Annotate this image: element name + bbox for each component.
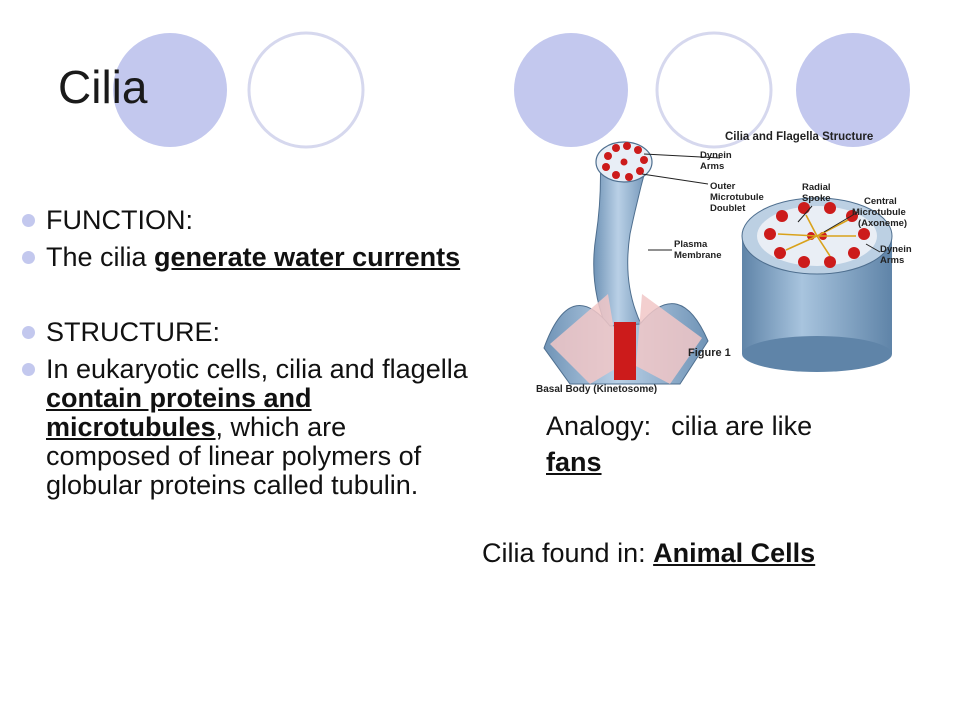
decorative-circles: [113, 31, 910, 149]
label-outer-doublet: Outer Microtubule Doublet: [710, 181, 766, 214]
leader-line: [641, 173, 709, 185]
bullet-list: FUNCTION: The cilia generate water curre…: [22, 206, 472, 508]
found-emphasis: Animal Cells: [653, 538, 816, 568]
slide-title: Cilia: [58, 61, 148, 113]
tip-doublet: [604, 152, 612, 160]
outer-doublet: [774, 247, 786, 259]
diagram-title: Cilia and Flagella Structure: [725, 131, 873, 143]
radial-spoke: [777, 233, 818, 237]
bullet-text: FUNCTION:: [46, 205, 193, 235]
bullet-function: FUNCTION:: [22, 206, 472, 235]
bullet-text: , which are composed of linear polymers …: [46, 412, 422, 500]
label-line: Spoke: [802, 193, 831, 204]
analogy-text: cilia are like: [671, 411, 813, 441]
tip-doublet: [625, 173, 633, 181]
label-dynein-arms-right: Dynein Arms: [880, 244, 914, 266]
radial-spokes: [777, 214, 856, 257]
deco-circle: [514, 33, 628, 147]
bullet-text: In eukaryotic cells, cilia and flagella: [46, 354, 468, 384]
bullet-text: STRUCTURE:: [46, 317, 220, 347]
bullet-structure-detail: In eukaryotic cells, cilia and flagella …: [22, 355, 472, 500]
bullet-structure: STRUCTURE:: [22, 318, 472, 347]
outer-doublet: [824, 256, 836, 268]
label-line: Dynein: [880, 244, 912, 255]
label-line: Microtubule: [710, 192, 764, 203]
deco-circle: [247, 31, 365, 149]
analogy-emphasis: fans: [546, 447, 602, 477]
label-basal-body: Basal Body (Kinetosome): [536, 384, 657, 395]
tip-doublet: [636, 167, 644, 175]
bullet-function-detail: The cilia generate water currents: [22, 243, 472, 272]
label-plasma-membrane: Plasma Membrane: [674, 239, 722, 261]
found-label: Cilia found in:: [482, 538, 646, 568]
analogy-block: Analogy: cilia are like fans: [546, 408, 812, 480]
outer-doublet: [824, 202, 836, 214]
basal-body: [614, 322, 636, 380]
radial-spoke: [805, 214, 818, 237]
outer-doublet: [848, 247, 860, 259]
radial-spoke: [816, 235, 831, 257]
label-line: Membrane: [674, 250, 722, 261]
outer-doublet: [764, 228, 776, 240]
microtubule-doublets: [764, 202, 870, 268]
leader-line: [797, 205, 813, 223]
label-line: Dynein: [700, 150, 732, 161]
radial-spoke: [785, 235, 818, 251]
cylinder-bottom: [742, 336, 892, 372]
found-in-block: Cilia found in: Animal Cells: [482, 538, 815, 569]
figure-label: Figure 1: [688, 347, 731, 359]
label-dynein-arms: Dynein Arms: [700, 150, 734, 172]
label-line: Microtubule: [852, 207, 906, 218]
bullet-dot-icon: [22, 251, 35, 264]
outer-doublet: [798, 256, 810, 268]
label-line: Arms: [700, 161, 724, 172]
leader-line: [823, 211, 859, 233]
tip-central: [620, 158, 628, 166]
tip-doublet: [623, 142, 631, 150]
cilium-base-cutaway: [550, 294, 620, 384]
outer-doublet: [858, 228, 870, 240]
cilia-structure-diagram: Cilia and Flagella Structure: [536, 131, 914, 395]
leader-line: [865, 243, 881, 253]
bullet-dot-icon: [22, 214, 35, 227]
label-line: Outer: [710, 181, 736, 192]
leader-lines: [641, 153, 881, 253]
deco-circle: [655, 31, 773, 149]
deco-circle: [796, 33, 910, 147]
tip-doublet: [612, 144, 620, 152]
bullet-emphasis: contain proteins and microtubules: [46, 383, 312, 442]
label-line: (Axoneme): [858, 218, 907, 229]
label-line: Arms: [880, 255, 904, 266]
deco-circle: [113, 33, 227, 147]
label-line: Plasma: [674, 239, 708, 250]
radial-spoke: [816, 219, 849, 237]
cilium-tip-doublets: [602, 142, 648, 181]
bullet-text: The cilia: [46, 242, 155, 272]
tip-doublet: [634, 146, 642, 154]
label-line: Doublet: [710, 203, 746, 214]
tip-doublet: [602, 163, 610, 171]
label-radial-spoke: Radial Spoke: [802, 182, 833, 204]
label-line: Central: [864, 196, 897, 207]
cilium-base-cutaway: [636, 294, 702, 384]
bullet-emphasis: generate water currents: [154, 242, 461, 272]
label-central-microtubule: Central Microtubule (Axoneme): [852, 196, 908, 229]
bullet-dot-icon: [22, 326, 35, 339]
analogy-label: Analogy:: [546, 411, 652, 441]
bullet-dot-icon: [22, 363, 35, 376]
outer-doublet: [776, 210, 788, 222]
leader-line: [643, 153, 721, 159]
tip-doublet: [640, 156, 648, 164]
tip-doublet: [612, 171, 620, 179]
label-line: Radial: [802, 182, 831, 193]
